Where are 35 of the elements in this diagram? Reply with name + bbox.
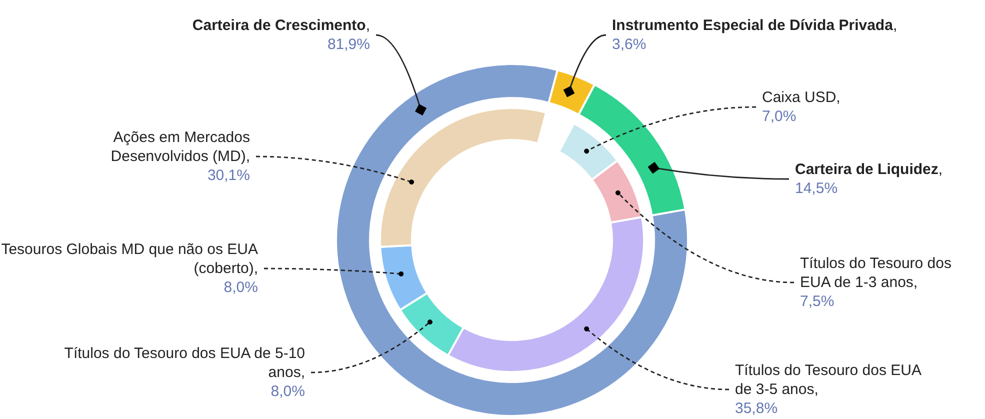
leader-line (648, 162, 789, 180)
percent-label: 14,5% (795, 180, 838, 197)
percent-label: 8,0% (270, 383, 305, 400)
leader-line (584, 326, 730, 390)
leader-line (264, 268, 404, 276)
category-label: Ações em Mercados Desenvolvidos (MD), (110, 129, 250, 165)
percent-label: 3,6% (612, 36, 646, 53)
category-label: Tesouros Globais MD que não os EUA (coberto), (1, 241, 258, 277)
donut-segment (558, 122, 618, 181)
donut-segment (590, 160, 643, 224)
donut-segment (335, 63, 689, 417)
percent-label: 7,5% (800, 293, 834, 310)
percent-label: 35,8% (735, 400, 778, 417)
donut-segment (399, 292, 465, 356)
donut-segment (578, 84, 686, 216)
category-label: Carteira de Liquidez, (795, 161, 943, 178)
percent-label: 8,0% (224, 279, 258, 296)
category-label: Carteira de Crescimento, (192, 17, 370, 34)
leader-line (310, 320, 432, 374)
category-label: Caixa USD, (762, 89, 840, 106)
category-label: Títulos do Tesouro dos EUA de 5-10 anos, (64, 345, 305, 381)
category-label: Títulos do Tesouro dos EUA de 3-5 anos, (735, 362, 921, 398)
percent-label: 7,0% (762, 108, 796, 125)
leader-line (563, 34, 606, 98)
donut-segment (379, 107, 548, 248)
category-label: Títulos do Tesouro dos EUA de 1-3 anos, (800, 255, 952, 291)
percent-label: 30,1% (207, 167, 250, 184)
leader-line (256, 156, 414, 184)
category-label: Instrumento Especial de Dívida Privada, (612, 17, 898, 34)
donut-segment (447, 216, 645, 373)
leader-line (615, 190, 794, 284)
percent-label: 81,9% (327, 36, 370, 53)
leader-line (584, 106, 756, 154)
leader-line (376, 34, 427, 116)
donut-segment (379, 244, 428, 311)
